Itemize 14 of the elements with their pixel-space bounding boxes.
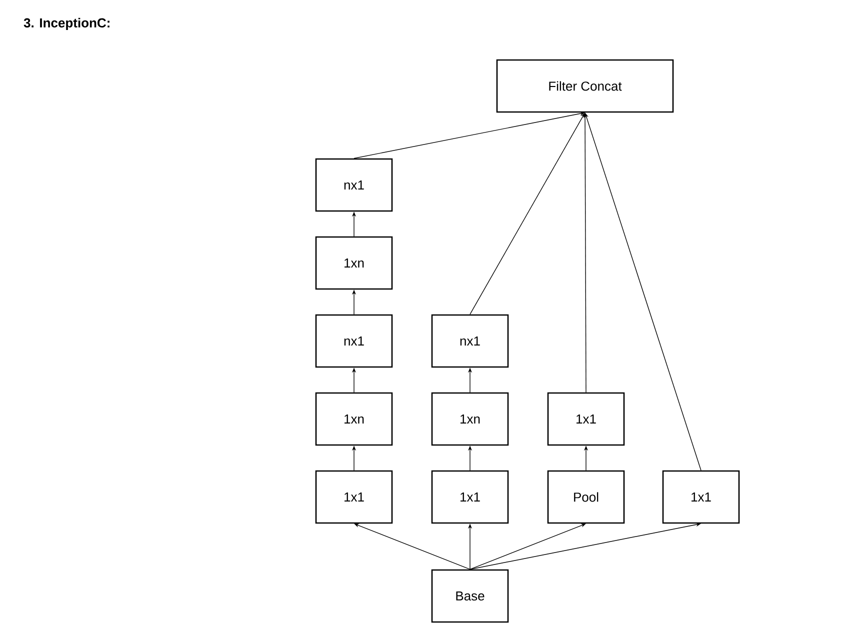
layer-box: nx1 — [315, 314, 393, 368]
layer-box: Base — [431, 569, 509, 623]
layer-box: 1x1 — [547, 392, 625, 446]
layer-box: Filter Concat — [496, 59, 674, 113]
layer-box: nx1 — [315, 158, 393, 212]
layer-box: 1x1 — [431, 470, 509, 524]
layer-box: Pool — [547, 470, 625, 524]
layer-box: nx1 — [431, 314, 509, 368]
layer-box: 1xn — [315, 392, 393, 446]
title: 3. InceptionC: — [24, 18, 110, 30]
layer-box: 1xn — [431, 392, 509, 446]
layer-box: 1x1 — [662, 470, 740, 524]
layer-box: 1x1 — [315, 470, 393, 524]
layer-box: 1xn — [315, 236, 393, 290]
